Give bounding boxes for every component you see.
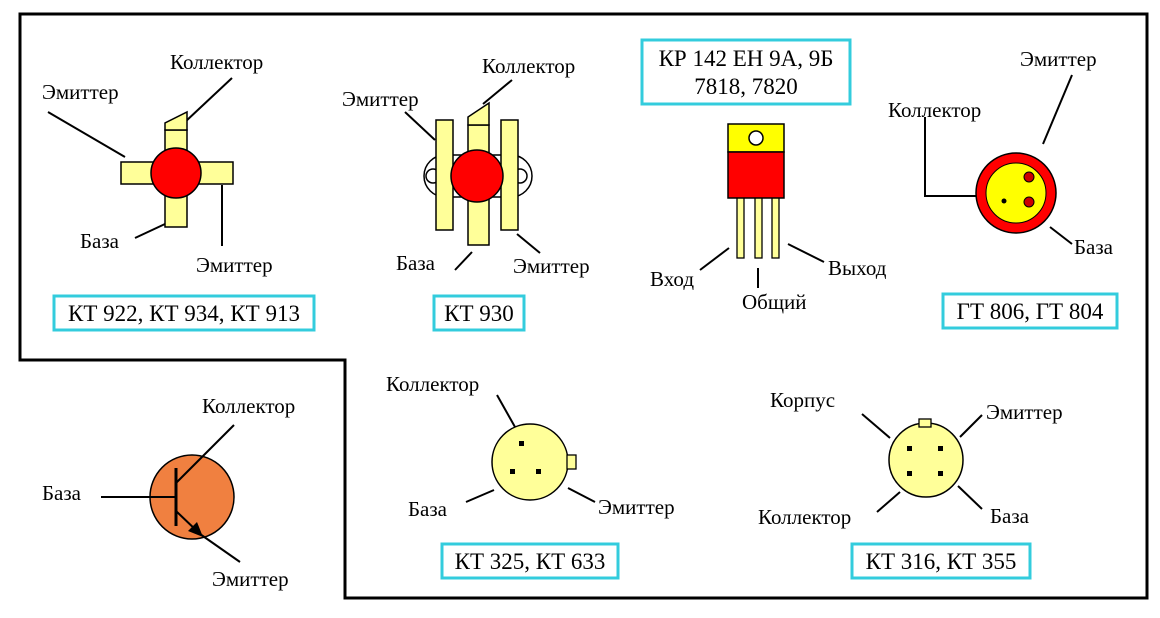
kt325-collector-label: Коллектор: [386, 372, 479, 396]
kt922-collector-label: Коллектор: [170, 50, 263, 74]
kt930-caption-box: [432, 294, 526, 332]
kt922-emitter-top-label: Эмиттер: [42, 80, 119, 104]
kt325-caption-box: [440, 542, 620, 580]
kt930-package: [404, 79, 541, 271]
regulator-output-label: Выход: [828, 256, 887, 280]
kt316-caption: КТ 316, КТ 355: [866, 549, 1017, 574]
kt325-base-label: База: [408, 497, 448, 521]
kt325-emitter-label: Эмиттер: [598, 495, 675, 519]
symbol-base-label: База: [42, 481, 82, 505]
kt930-emitter-label: Эмиттер: [342, 87, 419, 111]
regulator-caption-box: [640, 38, 852, 106]
regulator-package: [699, 123, 825, 288]
kt316-collector-label: Коллектор: [758, 505, 851, 529]
kt316-case-label: Корпус: [770, 388, 835, 412]
regulator-caption-line1: КР 142 ЕН 9А, 9Б: [659, 46, 834, 71]
kt316-emitter-label: Эмиттер: [986, 400, 1063, 424]
kt922-emitter-bottom-label: Эмиттер: [196, 253, 273, 277]
gt806-collector-label: Коллектор: [888, 98, 981, 122]
regulator-input-label: Вход: [650, 267, 694, 291]
kt930-emitter-bottom-label: Эмиттер: [513, 254, 590, 278]
kt316-caption-box: [850, 542, 1032, 580]
kt930-collector-label: Коллектор: [482, 54, 575, 78]
kt930-caption: КТ 930: [444, 301, 514, 326]
kt922-package: [47, 77, 234, 246]
symbol-collector-label: Коллектор: [202, 394, 295, 418]
kt316-package: [861, 413, 983, 513]
kt325-caption: КТ 325, КТ 633: [455, 549, 606, 574]
regulator-caption-line2: 7818, 7820: [694, 74, 798, 99]
kt922-base-label: База: [80, 229, 120, 253]
kt922-caption-box: [52, 294, 316, 332]
transistor-symbol: [101, 424, 241, 563]
gt806-caption-box: [941, 292, 1119, 330]
gt806-package: [924, 74, 1073, 245]
symbol-emitter-label: Эмиттер: [212, 567, 289, 591]
kt316-base-label: База: [990, 504, 1030, 528]
kt930-base-label: База: [396, 251, 436, 275]
gt806-emitter-label: Эмиттер: [1020, 47, 1097, 71]
kt325-package: [465, 394, 596, 503]
kt922-caption: КТ 922, КТ 934, КТ 913: [68, 301, 300, 326]
gt806-caption: ГТ 806, ГТ 804: [957, 299, 1104, 324]
outer-frame: [18, 12, 1149, 600]
gt806-base-label: База: [1074, 235, 1114, 259]
regulator-common-label: Общий: [742, 290, 807, 314]
